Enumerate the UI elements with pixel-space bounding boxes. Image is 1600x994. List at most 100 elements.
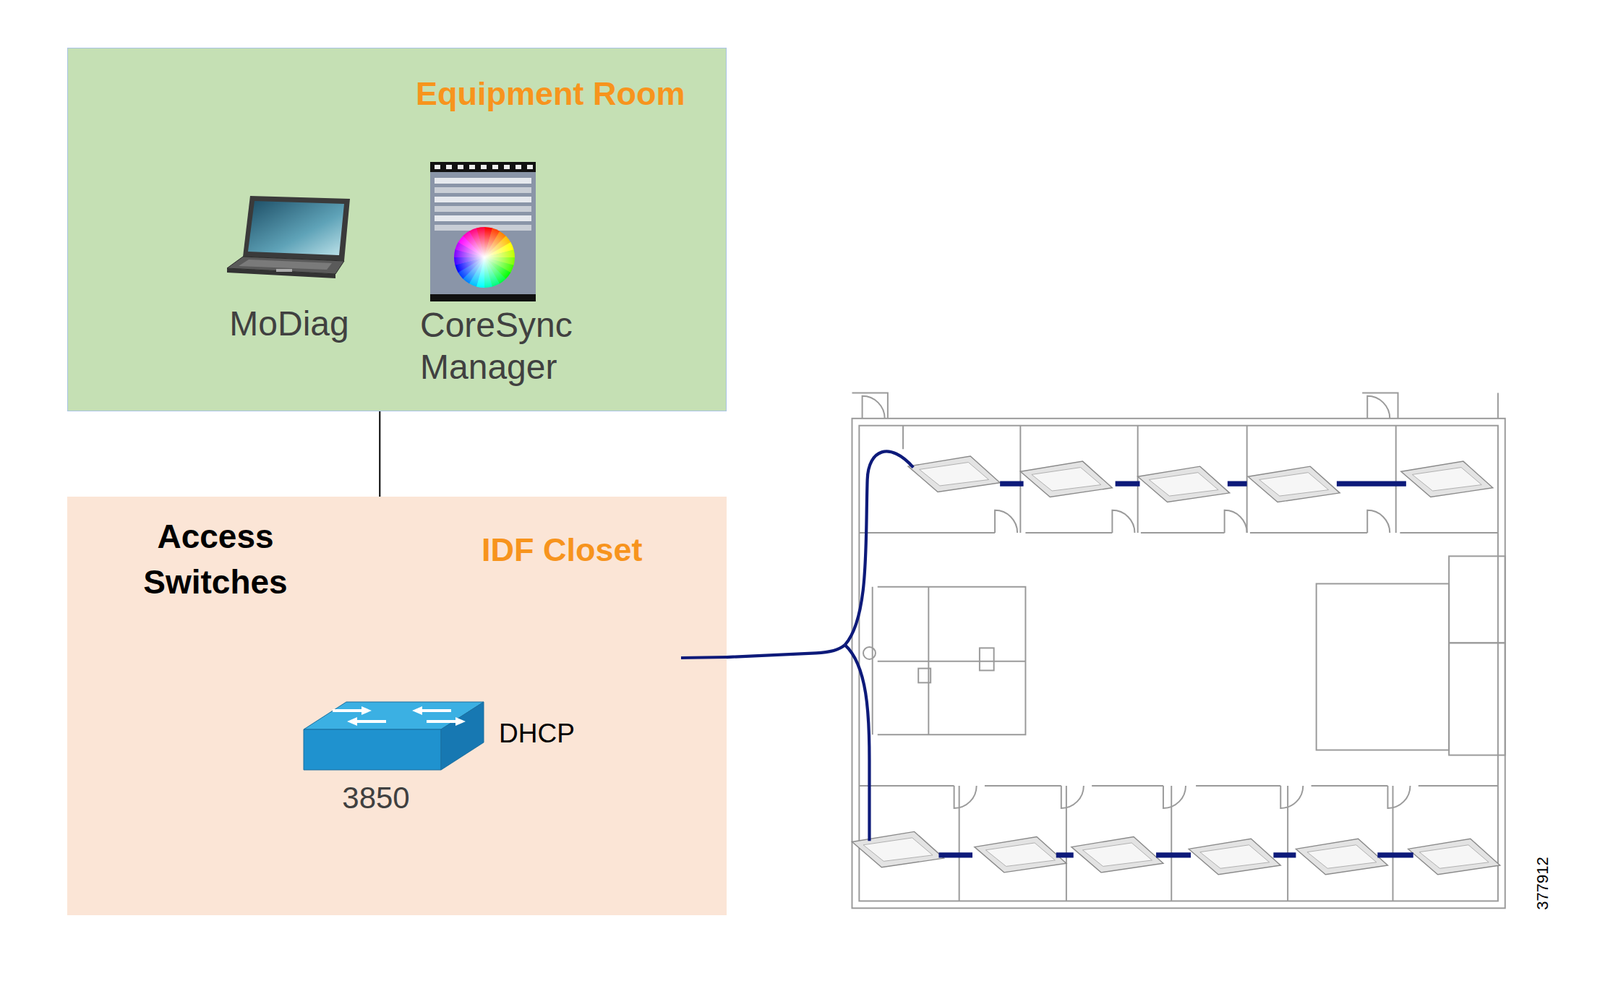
light-fixture: [1138, 466, 1230, 502]
film-hole: [446, 164, 452, 170]
film-hole: [527, 164, 533, 170]
light-fixture: [974, 836, 1067, 872]
fixture-lens: [1419, 845, 1489, 869]
light-fixture: [851, 831, 944, 867]
fixture-body: [1020, 461, 1112, 497]
device-label: MoDiag: [216, 302, 362, 345]
film-hole: [457, 164, 464, 170]
switch-side: [441, 702, 484, 770]
laptop-screen: [247, 200, 345, 256]
outer-wall: [851, 418, 1505, 909]
branch-cable-top: [845, 451, 914, 645]
conference-room-wall: [1316, 583, 1449, 750]
door-swings: [862, 396, 1411, 809]
light-fixture: [1247, 466, 1340, 502]
entry-walls: [851, 393, 1498, 419]
room-box: Equipment RoomMoDiag CoreSync Manager: [67, 47, 727, 412]
laptop-lid: [242, 195, 350, 262]
fixture-lens: [985, 843, 1055, 867]
inner-wall: [858, 425, 1499, 902]
switch-arrow: [332, 706, 372, 716]
door-swing: [1367, 510, 1390, 533]
color-wheel: [454, 227, 515, 288]
door-swing: [1224, 510, 1248, 533]
light-fixture: [908, 456, 1000, 492]
floor-plan: [851, 393, 1505, 909]
fixture-body: [908, 456, 1000, 492]
door-swing: [1367, 396, 1390, 419]
branch-cable-bottom: [845, 644, 870, 841]
box-heading: Access Switches: [125, 514, 306, 606]
door-swing: [862, 396, 885, 419]
storage-room-wall: [1448, 555, 1506, 643]
app-panel: [434, 206, 532, 212]
app-panel: [434, 215, 532, 222]
link-line: [378, 411, 381, 497]
door-swing: [1061, 785, 1084, 809]
fixture-body: [851, 831, 944, 867]
door-swing: [1280, 785, 1303, 809]
light-fixture: [1020, 461, 1112, 497]
film-strip: [430, 294, 536, 302]
switch-arrow: [412, 706, 452, 716]
laptop-keyboard: [238, 259, 332, 270]
switch-arrow: [347, 717, 387, 726]
area-room-wall: [1448, 642, 1506, 755]
app-panel: [434, 177, 532, 184]
fixture-lens: [1412, 467, 1482, 491]
switch-icon: [303, 702, 486, 772]
fixture-lens: [1148, 472, 1219, 496]
switch-front: [303, 729, 442, 770]
fixture-body: [1188, 838, 1281, 875]
device-label: CoreSync Manager: [420, 304, 590, 389]
fixture-body: [1408, 838, 1501, 875]
fixture-lens: [1082, 843, 1152, 867]
fixture-lens: [1259, 472, 1329, 496]
fixture-outline: [918, 668, 931, 684]
trunk-cable: [726, 644, 846, 658]
light-fixtures: [851, 456, 1500, 875]
fixture-links: [938, 483, 1413, 856]
door-swing: [1387, 785, 1410, 809]
laptop-touchpad: [276, 268, 293, 272]
switch-arrows: [332, 706, 466, 726]
fixture-outline: [979, 647, 995, 671]
laptop-edge: [227, 268, 336, 279]
top-office-wall: [858, 532, 1499, 534]
device-node: CoreSync Manager: [420, 161, 609, 394]
switch-arrow: [426, 717, 466, 726]
device-label: DHCP: [498, 717, 601, 750]
box-heading: Equipment Room: [415, 74, 720, 114]
room-box: Access SwitchesIDF ClosetDHCP3850: [67, 496, 727, 916]
app-screenshot-icon: [430, 161, 536, 303]
fixture-body: [1295, 838, 1388, 875]
laptop-icon: [227, 193, 354, 284]
fixture-lens: [1200, 845, 1270, 869]
app-window: [430, 161, 536, 302]
film-strip: [430, 161, 536, 173]
film-hole: [503, 164, 510, 170]
top-office-partitions: [903, 425, 1397, 533]
fixture-lens: [1031, 467, 1102, 491]
fixture-lens: [863, 837, 933, 862]
light-fixture: [1295, 838, 1388, 875]
fixture-body: [974, 836, 1067, 872]
fixture-body: [1071, 836, 1164, 872]
wheel-center: [454, 227, 515, 288]
door-swing: [954, 785, 977, 809]
film-hole: [480, 164, 487, 170]
door-swing: [1111, 510, 1135, 533]
bottom-office-wall: [858, 785, 1499, 787]
fixture-outline: [863, 647, 876, 660]
fixture-lens: [1307, 845, 1377, 869]
fixture-lens: [919, 462, 990, 486]
film-hole: [434, 164, 441, 170]
device-label: 3850: [332, 780, 420, 817]
restroom-walls: [872, 587, 1026, 736]
light-fixture: [1071, 836, 1164, 872]
device-node: DHCP 3850: [303, 702, 608, 825]
light-fixture: [1401, 461, 1493, 497]
light-fixture: [1188, 838, 1281, 875]
door-swing: [1163, 785, 1186, 809]
